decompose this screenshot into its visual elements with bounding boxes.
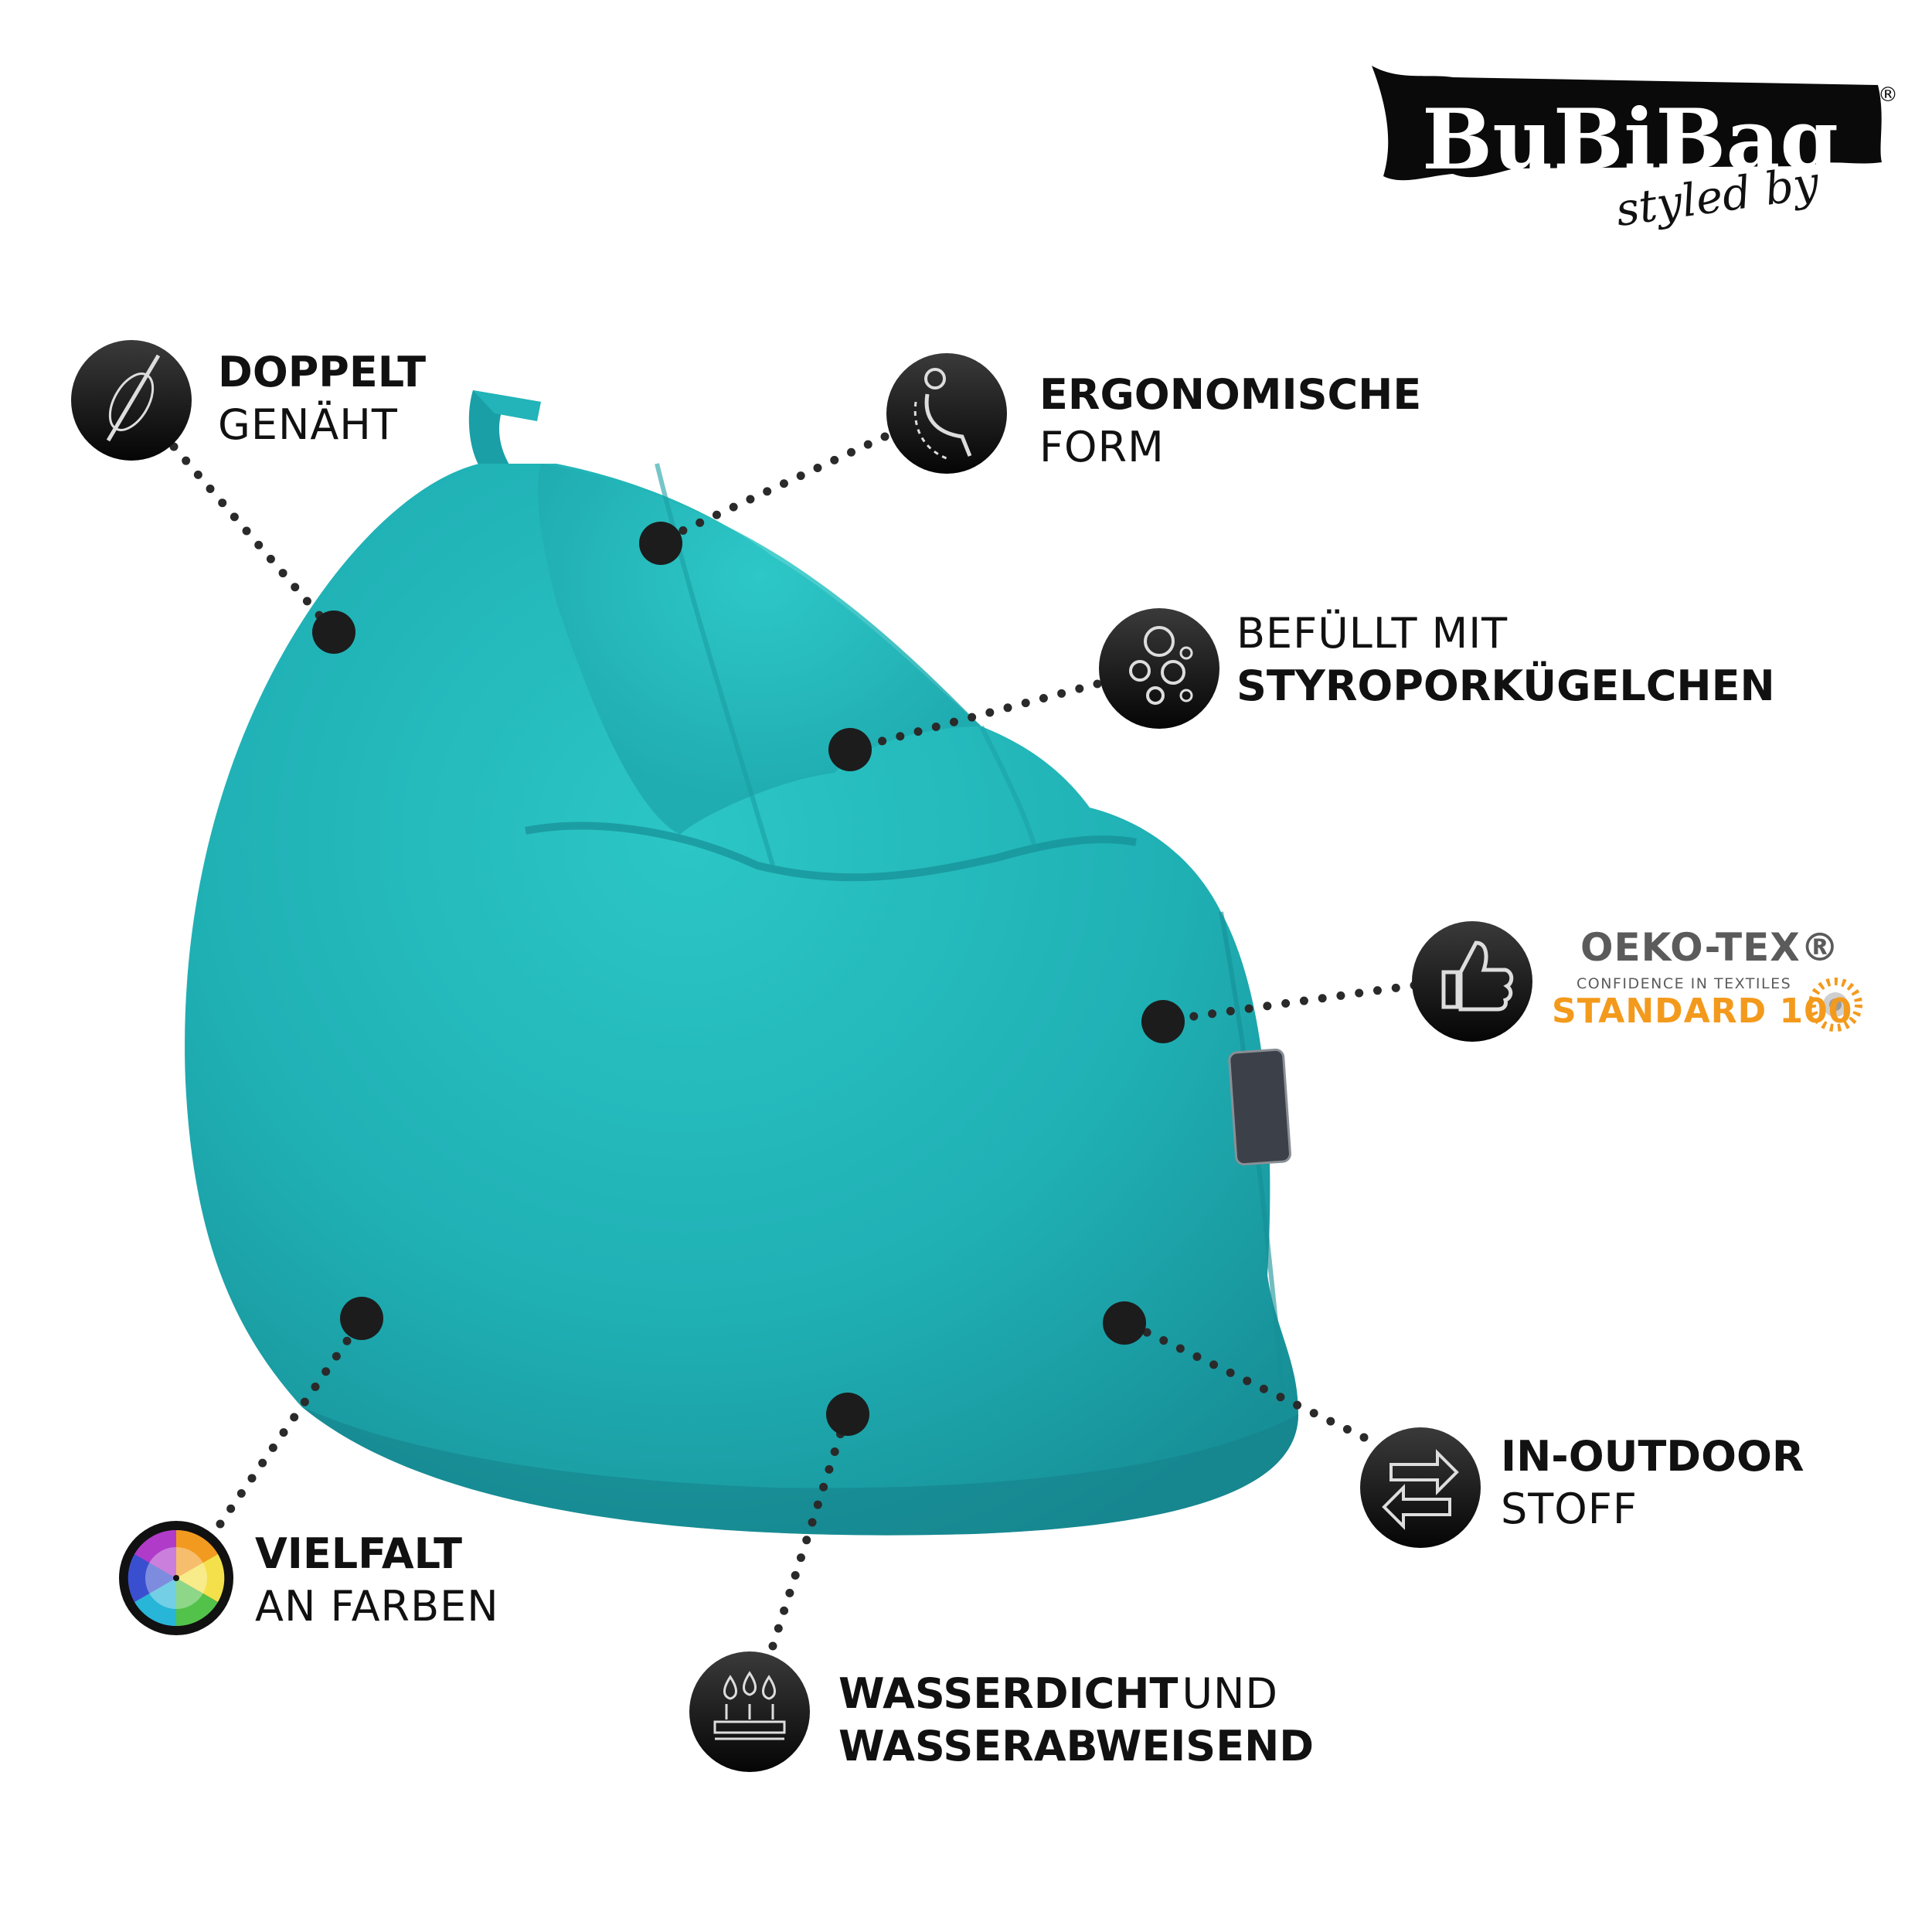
feature-colors: VIELFALT AN FARBEN (255, 1533, 499, 1628)
bag-body (185, 464, 1298, 1536)
thumbs-up-icon (1412, 921, 1532, 1042)
bean-bag-image (185, 390, 1298, 1536)
feature-stitching-light: GENÄHT (218, 400, 398, 449)
connector-lines (169, 432, 1419, 1651)
anchor-dot-outdoor (1103, 1301, 1146, 1345)
color-wheel-icon (119, 1521, 233, 1635)
anchor-dot-waterproof (826, 1393, 869, 1436)
feature-outdoor: IN-OUTDOOR STOFF (1501, 1436, 1804, 1530)
feature-ergonomic: ERGONOMISCHE FORM (1039, 374, 1421, 468)
feature-waterproof: WASSERDICHT UND WASSERABWEISEND (838, 1673, 1314, 1767)
connector-certification (1162, 981, 1419, 1025)
anchor-dots (312, 522, 1185, 1436)
feature-ergonomic-light: FORM (1039, 423, 1165, 471)
swap-arrows-icon (1360, 1427, 1481, 1548)
connector-stitching (169, 442, 338, 637)
feature-filling-bold: STYROPORKÜGELCHEN (1236, 662, 1775, 710)
anchor-dot-stitching (312, 611, 355, 654)
oeko-tex-title: OEKO-TEX® (1580, 925, 1840, 970)
anchor-dot-filling (828, 728, 872, 771)
oeko-tex-flower-icon (1808, 978, 1862, 1032)
brand-name: BuBiBag (1422, 91, 1838, 189)
feature-outdoor-bold: IN-OUTDOOR (1501, 1432, 1804, 1481)
brand-registered-mark: ® (1878, 83, 1898, 107)
anchor-dot-colors (340, 1297, 383, 1340)
oeko-tex-subtitle: CONFIDENCE IN TEXTILES (1577, 975, 1792, 992)
feature-colors-bold: VIELFALT (255, 1529, 462, 1578)
needle-thread-icon (71, 340, 192, 461)
ergonomic-body-icon (886, 353, 1007, 474)
anchor-dot-ergonomic (639, 522, 682, 565)
feature-ergonomic-bold: ERGONOMISCHE (1039, 370, 1422, 419)
connector-outdoor (1120, 1317, 1369, 1442)
connector-waterproof (768, 1411, 851, 1651)
feature-colors-light: AN FARBEN (255, 1582, 499, 1631)
bubbles-icon (1099, 608, 1219, 729)
anchor-dot-certification (1141, 1000, 1185, 1043)
brand-logo (1372, 66, 1882, 181)
connector-ergonomic (656, 432, 889, 546)
water-drops-icon (689, 1651, 810, 1772)
feature-outdoor-light: STOFF (1501, 1485, 1638, 1533)
feature-waterproof-bold1: WASSERDICHT (838, 1669, 1179, 1718)
feature-waterproof-light: UND (1182, 1669, 1278, 1718)
feature-waterproof-bold2: WASSERABWEISEND (838, 1722, 1315, 1770)
feature-filling-light: BEFÜLLT MIT (1236, 609, 1509, 658)
oeko-tex-standard: STANDARD 100 (1552, 992, 1853, 1031)
connector-filling (845, 679, 1102, 754)
feature-stitching-bold: DOPPELT (218, 348, 427, 396)
feature-filling: BEFÜLLT MIT STYROPORKÜGELCHEN (1236, 613, 1775, 707)
bag-label-tag (1228, 1048, 1291, 1166)
feature-stitching: DOPPELT GENÄHT (218, 352, 426, 446)
